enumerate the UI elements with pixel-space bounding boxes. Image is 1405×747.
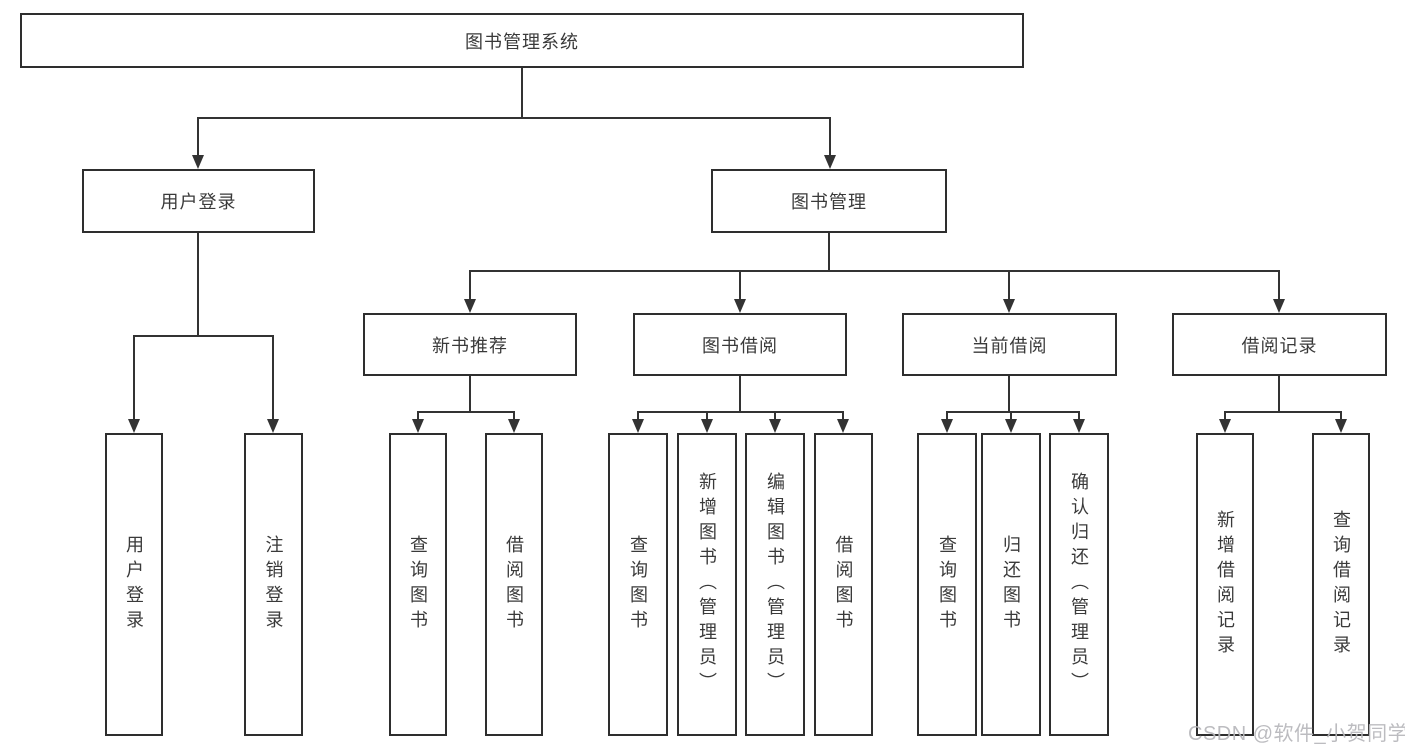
leaf-query-borrow-record: 查询借阅记录 [1312,433,1370,736]
leaf-add-borrow-record: 新增借阅记录 [1196,433,1254,736]
leaf-return-book: 归还图书 [981,433,1041,736]
leaf-borrow-books-1: 借阅图书 [485,433,543,736]
node-current-borrow: 当前借阅 [902,313,1117,376]
leaf-edit-book-admin: 编辑图书（管理员） [745,433,805,736]
node-book-borrow: 图书借阅 [633,313,847,376]
leaf-confirm-return-admin: 确认归还（管理员） [1049,433,1109,736]
leaf-query-books-1: 查询图书 [389,433,447,736]
leaf-user-login: 用户登录 [105,433,163,736]
node-user-login: 用户登录 [82,169,315,233]
leaf-query-books-2: 查询图书 [608,433,668,736]
leaf-query-books-3: 查询图书 [917,433,977,736]
node-book-management: 图书管理 [711,169,947,233]
node-borrow-records: 借阅记录 [1172,313,1387,376]
leaf-logout: 注销登录 [244,433,303,736]
node-system-root: 图书管理系统 [20,13,1024,68]
node-new-book-recommend: 新书推荐 [363,313,577,376]
leaf-borrow-books-2: 借阅图书 [814,433,873,736]
leaf-add-book-admin: 新增图书（管理员） [677,433,737,736]
csdn-watermark: CSDN @软件_小贺同学 [1188,723,1405,745]
